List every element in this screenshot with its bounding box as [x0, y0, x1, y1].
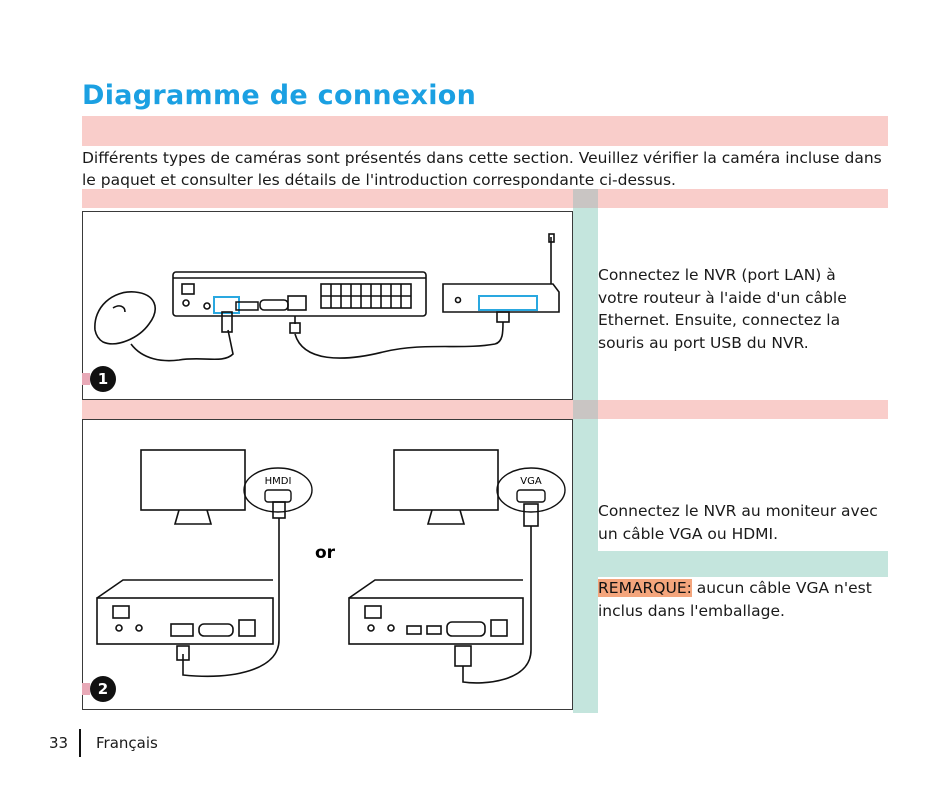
- vga-cable: [454, 503, 539, 684]
- band-teal-note: [598, 551, 888, 577]
- step2-badge: 2: [90, 676, 116, 702]
- footer-separator: [79, 729, 81, 757]
- step2-instructions: Connectez le NVR au moniteur avec un câb…: [598, 502, 878, 543]
- vga-label: VGA: [520, 476, 542, 487]
- page-title: Diagramme de connexion: [82, 80, 477, 111]
- nvr-monitor-diagram: HMDI VGA or: [96, 449, 566, 684]
- band-teal-vertical: [573, 189, 598, 713]
- band-pink-middle: [82, 400, 888, 419]
- step2-diagram-panel: HMDI VGA or: [82, 419, 573, 710]
- router-icon: [442, 233, 560, 313]
- nvr-box-icon: [172, 271, 427, 317]
- step1-badge-mark: [82, 373, 90, 385]
- note-paragraph: REMARQUE: aucun câble VGA n'est inclus d…: [598, 577, 878, 622]
- step1-badge: 1: [90, 366, 116, 392]
- step1-diagram-panel: [82, 211, 573, 400]
- monitor-left-icon: [140, 449, 246, 525]
- monitor-right-icon: [393, 449, 499, 525]
- page-number: 33: [49, 734, 69, 752]
- router-lan-ports-highlight: [478, 295, 538, 311]
- hdmi-bubble-icon: [243, 467, 313, 513]
- vga-bubble-icon: [496, 467, 566, 513]
- nvr-usb-port-highlight: [213, 296, 240, 314]
- note-text: aucun câble VGA n'est inclus dans l'emba…: [598, 579, 872, 620]
- mouse-icon: [94, 291, 156, 345]
- footer-language: Français: [96, 734, 158, 752]
- title-underline-band: [82, 116, 888, 146]
- intro-paragraph: Différents types de caméras sont présent…: [82, 149, 882, 189]
- nvr-router-mouse-diagram: [94, 233, 560, 362]
- band-overlap-top: [573, 189, 598, 208]
- band-pink-top: [82, 189, 888, 208]
- nvr-right-icon: [348, 579, 524, 645]
- cables: [130, 311, 510, 362]
- step2-badge-mark: [82, 683, 90, 695]
- step1-instructions: Connectez le NVR (port LAN) à votre rout…: [598, 266, 847, 352]
- hdmi-cable: [176, 501, 286, 678]
- note-label: REMARQUE:: [598, 579, 692, 597]
- hdmi-label: HMDI: [265, 476, 292, 487]
- nvr-left-icon: [96, 579, 274, 645]
- band-overlap-middle: [573, 400, 598, 419]
- or-label: or: [315, 543, 336, 563]
